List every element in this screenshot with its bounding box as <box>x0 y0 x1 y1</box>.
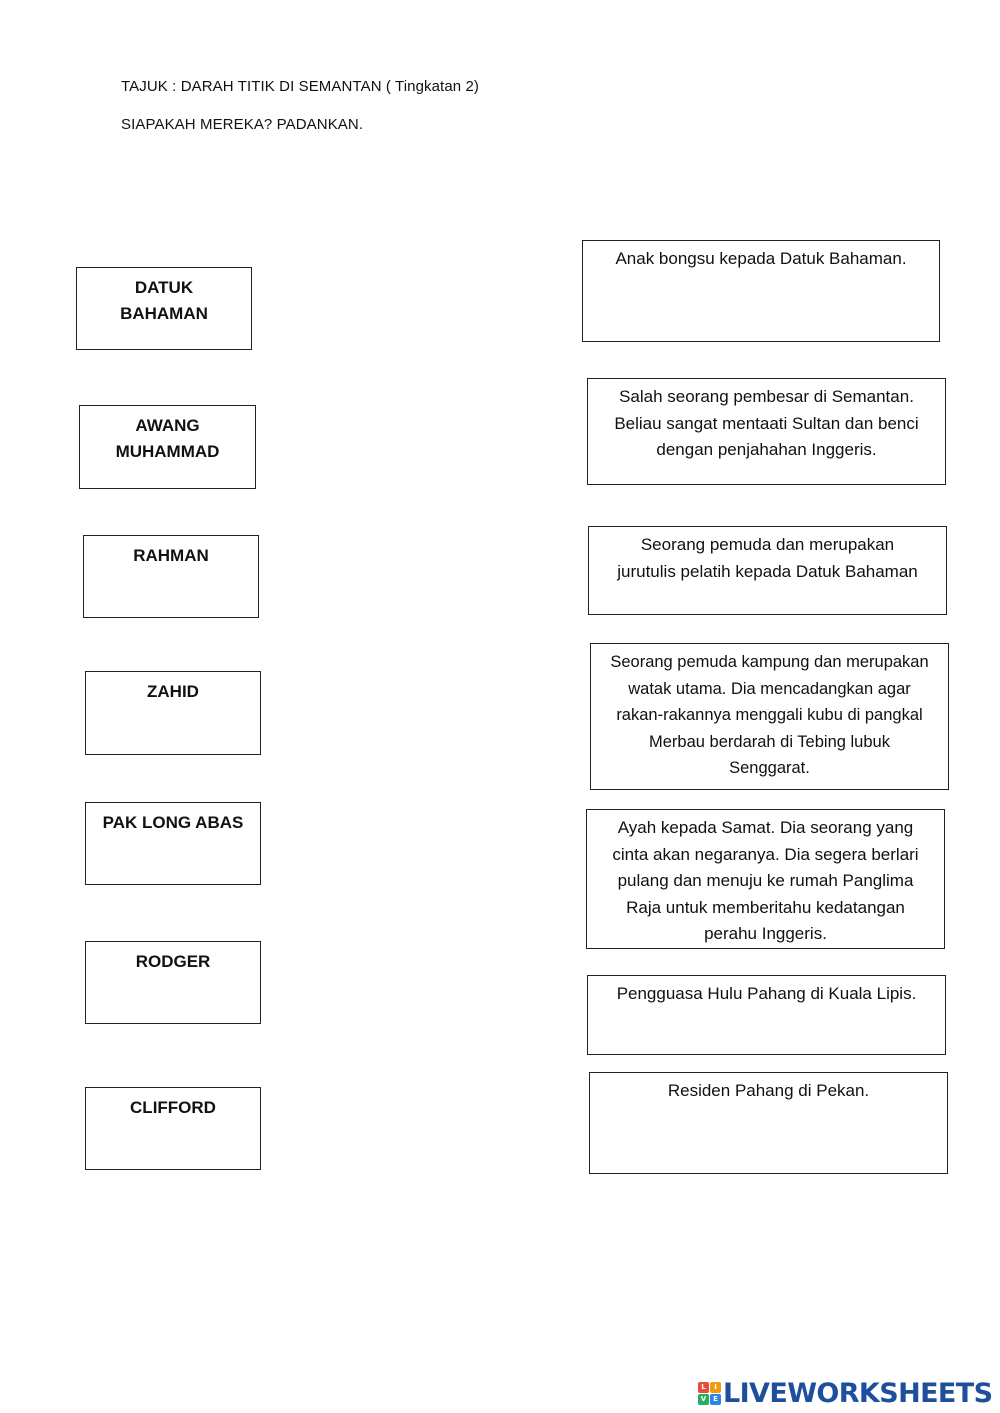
name-label: RODGER <box>135 952 211 971</box>
description-text: Residen Pahang di Pekan. <box>667 1081 870 1100</box>
name-label: CLIFFORD <box>130 1098 216 1117</box>
logo-tile-l: L <box>698 1381 709 1393</box>
name-label: DATUK BAHAMAN <box>120 278 208 323</box>
liveworksheets-logo-mark-icon: L I V E <box>698 1381 721 1405</box>
description-text: Ayah kepada Samat. Dia seorang yang cint… <box>612 818 919 943</box>
description-text: Anak bongsu kepada Datuk Bahaman. <box>615 249 907 268</box>
description-box-3[interactable]: Seorang pemuda dan merupakan jurutulis p… <box>588 526 947 615</box>
logo-tile-v: V <box>698 1393 709 1405</box>
name-box-datuk-bahaman[interactable]: DATUK BAHAMAN <box>76 267 252 350</box>
name-label: ZAHID <box>147 682 199 701</box>
description-box-7[interactable]: Residen Pahang di Pekan. <box>589 1072 948 1174</box>
name-box-rahman[interactable]: RAHMAN <box>83 535 259 618</box>
logo-tile-e: E <box>710 1393 721 1405</box>
description-text: Seorang pemuda dan merupakan jurutulis p… <box>617 535 918 581</box>
name-box-pak-long-abas[interactable]: PAK LONG ABAS <box>85 802 261 885</box>
name-box-zahid[interactable]: ZAHID <box>85 671 261 755</box>
name-box-awang-muhammad[interactable]: AWANG MUHAMMAD <box>79 405 256 489</box>
name-label: RAHMAN <box>133 546 209 565</box>
liveworksheets-logo-text: LIVEWORKSHEETS <box>723 1377 993 1409</box>
description-text: Pengguasa Hulu Pahang di Kuala Lipis. <box>616 984 917 1003</box>
name-box-clifford[interactable]: CLIFFORD <box>85 1087 261 1170</box>
name-label: AWANG MUHAMMAD <box>115 416 220 461</box>
worksheet-instruction: SIAPAKAH MEREKA? PADANKAN. <box>121 116 364 133</box>
description-box-6[interactable]: Pengguasa Hulu Pahang di Kuala Lipis. <box>587 975 946 1055</box>
description-text: Salah seorang pembesar di Semantan. Beli… <box>614 387 919 459</box>
name-box-rodger[interactable]: RODGER <box>85 941 261 1024</box>
description-box-2[interactable]: Salah seorang pembesar di Semantan. Beli… <box>587 378 946 485</box>
name-label: PAK LONG ABAS <box>102 813 244 832</box>
description-box-1[interactable]: Anak bongsu kepada Datuk Bahaman. <box>582 240 940 342</box>
logo-tile-i: I <box>710 1381 721 1393</box>
description-text: Seorang pemuda kampung dan merupakan wat… <box>610 653 929 777</box>
description-box-4[interactable]: Seorang pemuda kampung dan merupakan wat… <box>590 643 949 790</box>
worksheet-title: TAJUK : DARAH TITIK DI SEMANTAN ( Tingka… <box>121 78 480 95</box>
description-box-5[interactable]: Ayah kepada Samat. Dia seorang yang cint… <box>586 809 945 949</box>
liveworksheets-logo: L I V E LIVEWORKSHEETS <box>698 1377 993 1409</box>
